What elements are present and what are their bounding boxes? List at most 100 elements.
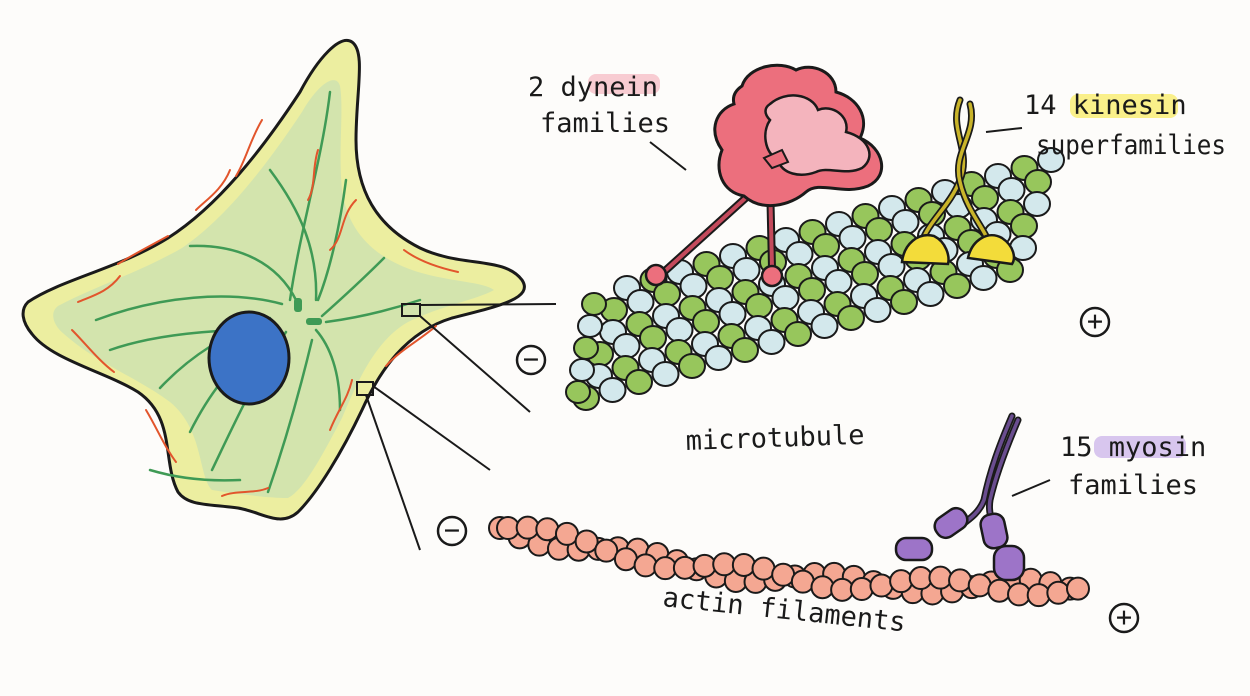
tubulin-subunit-alpha <box>732 338 758 362</box>
tubulin-subunit-beta <box>879 254 905 278</box>
organelle-mark <box>306 318 322 325</box>
tubulin-subunit-beta <box>681 274 707 298</box>
svg-text:15 myosin: 15 myosin <box>1060 432 1206 463</box>
actin-subunit <box>929 567 951 589</box>
tubulin-subunit-beta <box>667 318 693 342</box>
actin-subunit <box>615 548 637 570</box>
actin-subunit <box>851 578 873 600</box>
actin-subunit <box>1047 582 1069 604</box>
svg-text:2 dynein: 2 dynein <box>528 72 658 103</box>
kinesin-suffix: superfamilies <box>1036 130 1226 161</box>
tubulin-end-subunit <box>578 315 602 337</box>
actin-minus-end: − <box>438 515 466 546</box>
myosin-head <box>931 504 971 542</box>
myosin <box>896 416 1024 580</box>
actin-subunit <box>694 555 716 577</box>
actin-subunit <box>517 517 539 539</box>
tubulin-subunit-alpha <box>640 326 666 350</box>
tubulin-end-subunit <box>570 359 594 381</box>
tubulin-subunit-beta <box>918 282 944 306</box>
tubulin-subunit-alpha <box>679 354 705 378</box>
plus-sign: + <box>1087 306 1103 337</box>
actin-subunit <box>870 575 892 597</box>
tubulin-subunit-alpha <box>1011 214 1037 238</box>
nucleus <box>209 312 289 404</box>
actin-subunit <box>753 558 775 580</box>
tubulin-subunit-alpha <box>707 266 733 290</box>
tubulin-end-subunit <box>566 381 590 403</box>
myosin-count: 15 <box>1060 432 1093 463</box>
kinesin-count: 14 <box>1024 90 1057 121</box>
tubulin-subunit-alpha <box>838 306 864 330</box>
tubulin-subunit-beta <box>826 270 852 294</box>
myosin-name: myosin <box>1109 432 1207 463</box>
microtubule-minus-end: − <box>517 344 545 375</box>
organelle-mark <box>294 298 302 312</box>
myosin-head <box>979 512 1010 550</box>
dynein-count: 2 <box>528 72 544 103</box>
dynein-suffix: families <box>540 108 670 139</box>
tubulin-subunit-beta <box>812 314 838 338</box>
tubulin-subunit-beta <box>614 334 640 358</box>
tubulin-end-subunit <box>582 293 606 315</box>
tubulin-subunit-beta <box>971 266 997 290</box>
actin-subunit <box>635 554 657 576</box>
tubulin-end-subunit <box>574 337 598 359</box>
tubulin-subunit-alpha <box>746 294 772 318</box>
tubulin-subunit-alpha <box>1025 170 1051 194</box>
tubulin-subunit-alpha <box>972 186 998 210</box>
svg-text:14 kinesin: 14 kinesin <box>1024 90 1187 121</box>
tubulin-subunit-alpha <box>626 370 652 394</box>
tubulin-subunit-alpha <box>852 262 878 286</box>
actin-subunit <box>988 580 1010 602</box>
tubulin-subunit-beta <box>706 346 732 370</box>
actin-subunit <box>576 530 598 552</box>
actin-subunit <box>949 569 971 591</box>
actin-subunit <box>811 576 833 598</box>
actin-subunit <box>1067 578 1089 600</box>
microtubule-label: microtubule <box>685 420 865 457</box>
kinesin-name: kinesin <box>1073 90 1187 121</box>
tubulin-subunit-beta <box>734 258 760 282</box>
tubulin-subunit-beta <box>759 330 785 354</box>
actin-subunit <box>536 518 558 540</box>
minus-sign: − <box>444 515 460 546</box>
actin-plus-end: + <box>1110 602 1138 633</box>
kinesin-label: 14 kinesin superfamilies <box>986 90 1226 161</box>
myosin-head <box>994 546 1024 580</box>
actin-subunit <box>1028 584 1050 606</box>
tubulin-subunit-alpha <box>785 322 811 346</box>
myosin-label: 15 myosin families <box>1012 432 1206 501</box>
tubulin-subunit-beta <box>840 226 866 250</box>
dynein-label: 2 dynein families <box>528 72 686 170</box>
actin-subunit <box>890 570 912 592</box>
tubulin-subunit-beta <box>893 210 919 234</box>
tubulin-subunit-alpha <box>944 274 970 298</box>
microtubule-plus-end: + <box>1081 306 1109 337</box>
tubulin-subunit-alpha <box>866 218 892 242</box>
myosin-head <box>896 538 932 560</box>
minus-sign: − <box>523 344 539 375</box>
dynein-name: dynein <box>561 72 659 103</box>
actin-subunit <box>674 557 696 579</box>
plus-sign: + <box>1116 602 1132 633</box>
actin-subunit <box>733 554 755 576</box>
actin-subunit <box>969 574 991 596</box>
tubulin-subunit-alpha <box>813 234 839 258</box>
tubulin-subunit-alpha <box>799 278 825 302</box>
tubulin-subunit-alpha <box>891 290 917 314</box>
tubulin-subunit-beta <box>773 286 799 310</box>
tubulin-subunit-beta <box>865 298 891 322</box>
tubulin-subunit-beta <box>999 178 1025 202</box>
tubulin-subunit-beta <box>787 242 813 266</box>
tubulin-subunit-alpha <box>693 310 719 334</box>
tubulin-subunit-beta <box>600 378 626 402</box>
actin-subunit <box>792 571 814 593</box>
tubulin-subunit-beta <box>653 362 679 386</box>
tubulin-subunit-beta <box>720 302 746 326</box>
myosin-suffix: families <box>1068 470 1198 501</box>
tubulin-subunit-beta <box>1024 192 1050 216</box>
cell <box>23 40 524 519</box>
tubulin-subunit-beta <box>628 290 654 314</box>
